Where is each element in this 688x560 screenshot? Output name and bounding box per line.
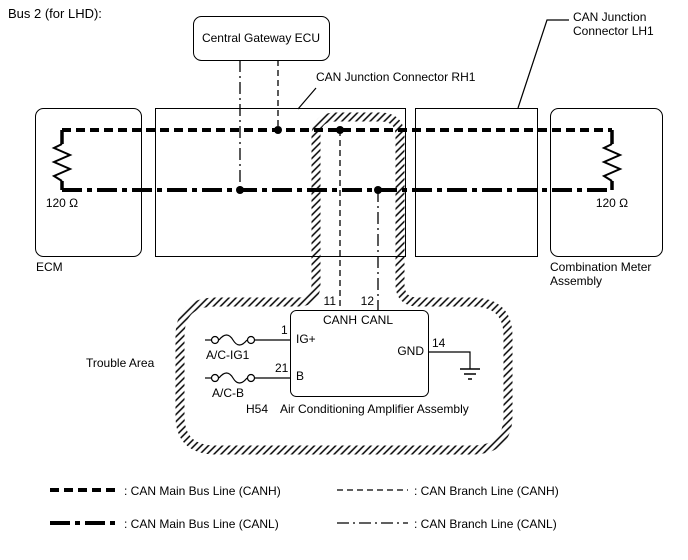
pin-gnd-label: GND	[397, 344, 424, 358]
fuse-ac-ig1-label: A/C-IG1	[206, 348, 250, 362]
legend-main-canh-label: : CAN Main Bus Line (CANH)	[124, 484, 281, 498]
fuse-ac-b-terminal-right	[246, 373, 256, 383]
pin-14-number: 14	[432, 336, 446, 350]
pin-1-number: 1	[281, 323, 288, 337]
trouble-area-outline	[175, 112, 513, 455]
junction-connector-rh1-label: CAN Junction Connector RH1	[316, 70, 476, 84]
legend-branch-canl-label: : CAN Branch Line (CANL)	[414, 517, 557, 531]
gateway-canh-junction-dot	[274, 126, 282, 134]
bus-corner-segments	[60, 130, 614, 190]
pin-21-number: 21	[275, 361, 289, 375]
ecm-terminating-resistor	[51, 143, 73, 182]
ecm-resistor-value: 120 Ω	[45, 196, 79, 210]
central-gateway-ecu-label: Central Gateway ECU	[201, 30, 321, 45]
fuse-ac-b-label: A/C-B	[212, 386, 245, 400]
fuse-ac-ig1-element	[218, 334, 248, 346]
pin-11-number: 11	[323, 294, 336, 308]
meter-resistor-value: 120 Ω	[595, 196, 629, 210]
diagram-title: Bus 2 (for LHD):	[8, 6, 102, 21]
amplifier-code: H54	[246, 402, 269, 416]
junction-connector-lh1-box	[415, 108, 538, 257]
junction-connector-lh1-label: CAN Junction Connector LH1	[573, 10, 654, 39]
central-gateway-ecu-box	[193, 16, 330, 61]
amplifier-label: H54 Air Conditioning Amplifier Assembly	[246, 402, 469, 416]
gateway-canl-junction-dot	[236, 186, 244, 194]
amplifier-name: Air Conditioning Amplifier Assembly	[280, 402, 469, 416]
gnd-wire	[429, 351, 471, 369]
ground-icon	[460, 368, 480, 380]
ac-amplifier-box	[290, 310, 429, 397]
combination-meter-label: Combination Meter Assembly	[550, 260, 652, 289]
fuse-ac-b-terminal-left	[210, 373, 220, 383]
meter-terminating-resistor	[601, 143, 623, 182]
legend-main-canl-label: : CAN Main Bus Line (CANL)	[124, 517, 279, 531]
trouble-area-label: Trouble Area	[86, 356, 155, 370]
legend-branch-canh-label: : CAN Branch Line (CANH)	[414, 484, 559, 498]
combination-meter-box	[550, 108, 663, 257]
amplifier-canh-junction-dot	[336, 126, 344, 134]
ecm-box	[35, 108, 142, 257]
ecm-label: ECM	[36, 260, 63, 274]
pin-canh-label: CANH	[323, 313, 358, 327]
pin-canl-label: CANL	[361, 313, 394, 327]
pin-12-number: 12	[360, 294, 374, 308]
fuse-ac-ig1-terminal-left	[210, 335, 220, 345]
lh1-pointer-line	[517, 19, 569, 109]
pin-b-label: B	[296, 369, 305, 383]
pin-ig-label: IG+	[296, 332, 316, 346]
fuse-ac-ig1-terminal-right	[246, 335, 256, 345]
rh1-pointer-line	[297, 87, 317, 110]
amplifier-canl-junction-dot	[374, 186, 382, 194]
fuse-ac-b-element	[218, 372, 248, 384]
junction-connector-rh1-box	[155, 108, 406, 257]
